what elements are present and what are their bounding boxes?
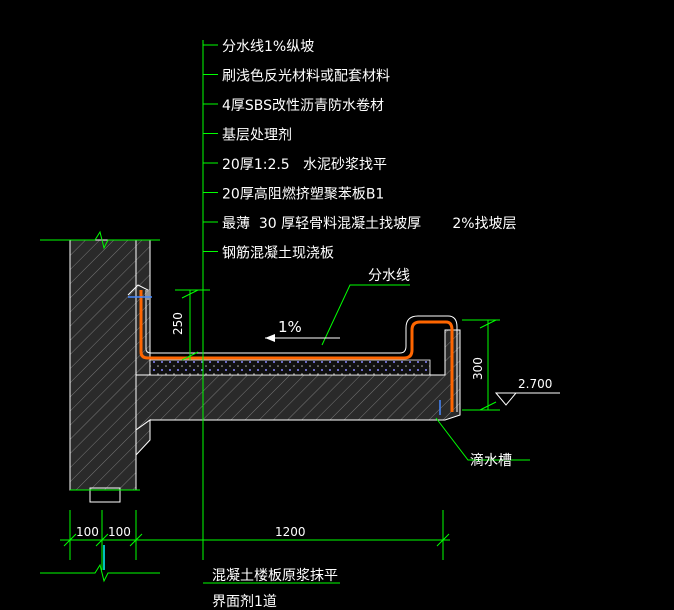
watershed-leader (321, 284, 410, 346)
layer-label: 最薄 30 厚轻骨料混凝土找坡厚 2%找坡层 (222, 216, 517, 232)
dim-250 (175, 289, 210, 361)
watershed-label: 分水线 (368, 268, 410, 284)
slope-label: 1% (278, 318, 302, 336)
layer-label: 20厚1:2.5 水泥砂浆找平 (222, 157, 387, 173)
drip-groove-label: 滴水槽 (470, 452, 512, 469)
dim-horizontal (60, 510, 450, 570)
elevation-marker (494, 392, 560, 406)
layer-label: 刷浅色反光材料或配套材料 (222, 68, 390, 85)
drip-groove-leader (435, 417, 530, 461)
elevation-text: 2.700 (518, 377, 552, 391)
dim-1200-text: 1200 (275, 525, 306, 539)
waterproof-membrane (139, 290, 454, 412)
dim-100-right-text: 100 (108, 525, 131, 539)
dim-300 (462, 319, 500, 411)
layer-leader-ticks (203, 44, 218, 252)
bottom-label-2: 界面剂1道 (212, 594, 277, 610)
bottom-label-1: 混凝土楼板原浆抹平 (212, 568, 338, 584)
wall-base-detail (89, 487, 121, 503)
layer-label: 4厚SBS改性沥青防水卷材 (222, 98, 384, 114)
membrane-outline (145, 290, 458, 412)
layer-label: 基层处理剂 (222, 127, 292, 144)
layer-label: 20厚高阻燃挤塑聚苯板B1 (222, 186, 384, 203)
break-line-top (40, 230, 160, 250)
dim-300-text: 300 (471, 357, 485, 380)
dim-250-text: 250 (171, 312, 185, 335)
layer-label: 分水线1%纵坡 (222, 39, 314, 55)
break-line-bottom (40, 563, 160, 583)
layer-label: 钢筋混凝土现浇板 (222, 245, 334, 262)
flashing-detail (127, 284, 149, 300)
dim-100-left-text: 100 (76, 525, 99, 539)
slope-layer (149, 359, 431, 376)
slope-arrow-head (265, 334, 275, 342)
